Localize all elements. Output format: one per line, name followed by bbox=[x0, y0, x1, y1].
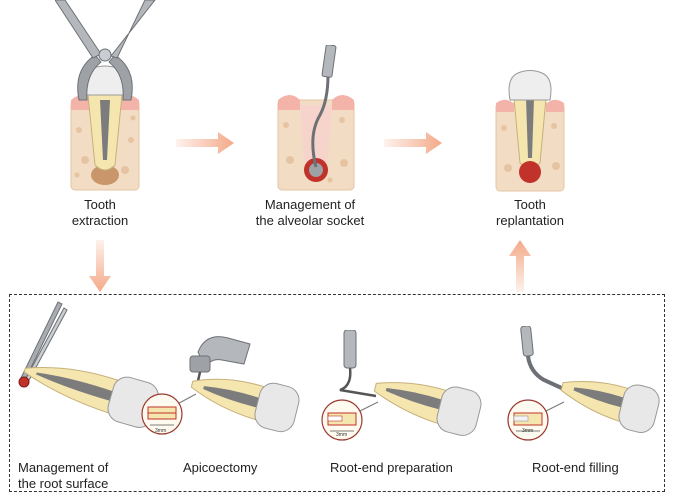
arrow-right-icon bbox=[384, 132, 442, 154]
label-line: the alveolar socket bbox=[255, 213, 365, 228]
measure-label-preparation: 3mm bbox=[336, 432, 348, 438]
arrow-right-icon bbox=[176, 132, 234, 154]
tooth-replantation-illustration bbox=[495, 70, 565, 192]
tooth-extraction-illustration bbox=[55, 0, 156, 191]
label-line: the root surface bbox=[18, 476, 109, 491]
label-tooth-replantation: Tooth replantation bbox=[480, 197, 580, 229]
root-end-filling-illustration bbox=[507, 326, 660, 441]
label-line: extraction bbox=[71, 213, 129, 228]
arrow-up-icon bbox=[509, 240, 531, 292]
apicoectomy-illustration bbox=[141, 336, 300, 435]
root-end-preparation-illustration bbox=[321, 330, 482, 441]
measure-label-apicoectomy: 3mm bbox=[155, 428, 167, 434]
arrow-down-icon bbox=[89, 240, 111, 292]
label-tooth-extraction: Tooth extraction bbox=[55, 197, 145, 229]
label-line: Management of bbox=[18, 460, 109, 475]
label-root-end-preparation: Root-end preparation bbox=[330, 460, 453, 476]
measure-label-filling: 3mm bbox=[522, 428, 534, 434]
label-line: Root-end filling bbox=[532, 460, 619, 475]
label-line: Tooth bbox=[84, 197, 116, 212]
label-line: Apicoectomy bbox=[183, 460, 258, 475]
label-line: Root-end preparation bbox=[330, 460, 453, 475]
alveolar-socket-illustration bbox=[277, 45, 355, 191]
label-line: replantation bbox=[496, 213, 564, 228]
label-root-surface: Management of the root surface bbox=[18, 460, 108, 492]
label-apicoectomy: Apicoectomy bbox=[183, 460, 257, 476]
label-line: Tooth bbox=[514, 197, 546, 212]
label-alveolar-socket: Management of the alveolar socket bbox=[240, 197, 380, 229]
label-line: Management of bbox=[264, 197, 356, 212]
root-procedures-box bbox=[9, 294, 665, 492]
label-root-end-filling: Root-end filling bbox=[532, 460, 619, 476]
